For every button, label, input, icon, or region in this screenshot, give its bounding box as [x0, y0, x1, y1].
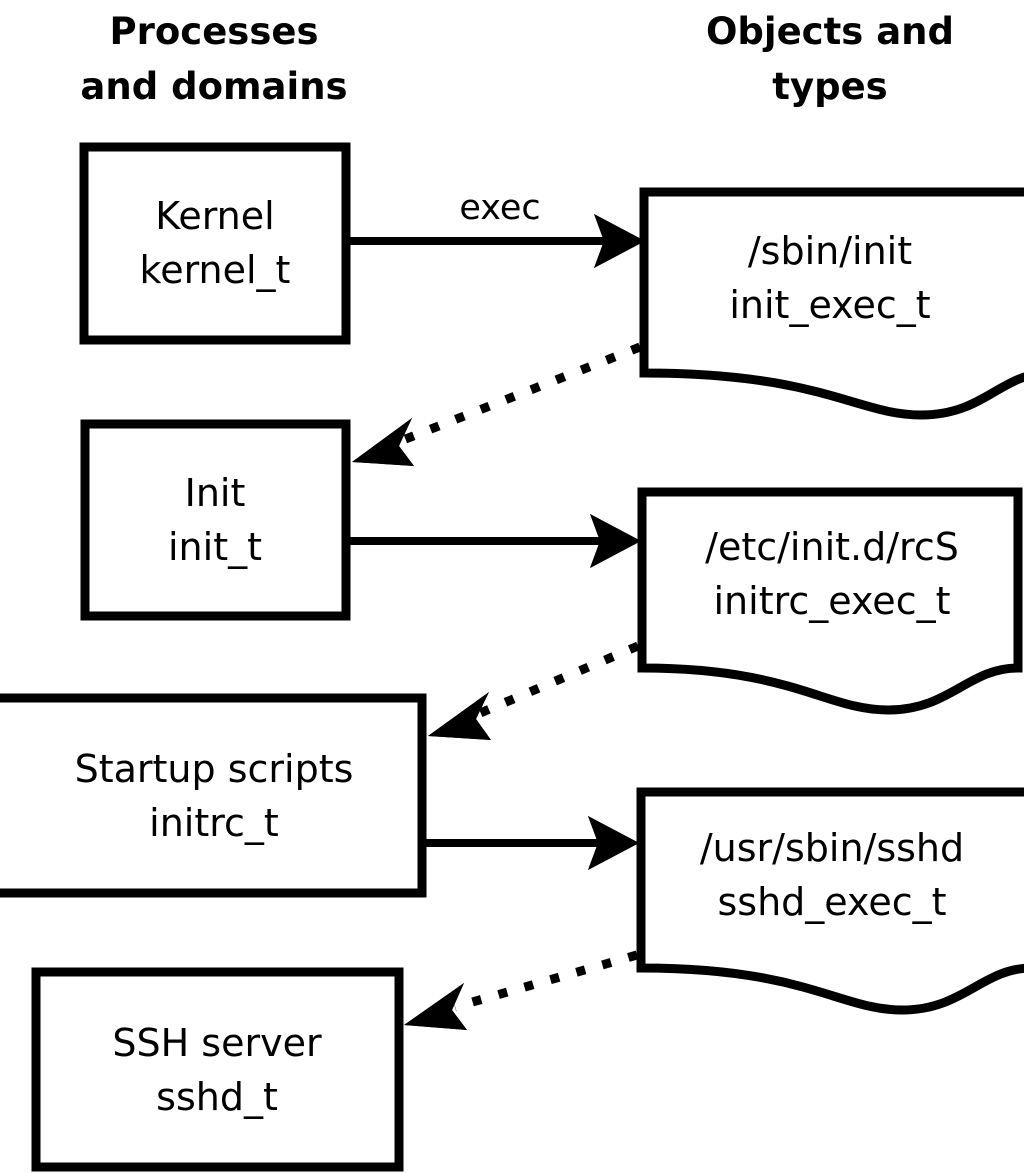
process-node-initrc-line1: Startup scripts: [75, 747, 354, 791]
process-node-sshd-line1: SSH server: [112, 1021, 322, 1065]
object-node-sshd-exec-document-shape[interactable]: [636, 787, 1024, 1015]
edge-sshd-exec-to-sshd-line: [453, 950, 639, 1012]
arrow-head-right: [594, 214, 645, 268]
object-node-initrc-exec-document-shape[interactable]: [637, 487, 1023, 715]
process-node-kernel-line1: Kernel: [155, 194, 274, 238]
arrow-head-left: [428, 692, 491, 740]
column-header-processes-line2: and domains: [80, 65, 347, 108]
process-node-init-line1: Init: [185, 471, 246, 515]
process-node-sshd-box[interactable]: [31, 967, 404, 1172]
column-header-processes-line1: Processes: [110, 10, 319, 53]
arrow-head-right: [588, 816, 639, 870]
object-node-initrc-exec-line2: initrc_exec_t: [714, 579, 951, 623]
process-node-init[interactable]: Init init_t: [80, 419, 351, 621]
object-node-initrc-exec[interactable]: /etc/init.d/rcS initrc_exec_t: [637, 487, 1023, 715]
arrow-head-left: [352, 418, 414, 466]
object-node-sshd-exec-line1: /usr/sbin/sshd: [700, 826, 964, 870]
object-node-init-exec-line1: /sbin/init: [748, 229, 912, 273]
process-node-kernel-box[interactable]: [79, 142, 351, 345]
object-node-init-exec-line2: init_exec_t: [729, 283, 930, 327]
edge-initrc-exec-to-initrc-line: [476, 641, 640, 719]
process-node-sshd-line2: sshd_t: [156, 1075, 278, 1119]
process-node-initrc-box[interactable]: [0, 693, 427, 898]
column-header-objects: Objects and types: [706, 10, 954, 108]
object-node-init-exec[interactable]: /sbin/init init_exec_t: [639, 187, 1024, 420]
column-header-objects-line1: Objects and: [706, 10, 954, 53]
object-node-init-exec-document-shape[interactable]: [639, 187, 1024, 420]
arrow-head-right: [590, 514, 641, 568]
process-node-initrc-line2: initrc_t: [149, 801, 279, 845]
column-header-objects-line2: types: [772, 65, 887, 108]
edge-init-exec-to-init-line: [396, 342, 642, 447]
object-node-sshd-exec[interactable]: /usr/sbin/sshd sshd_exec_t: [636, 787, 1024, 1015]
edge-label-exec: exec: [459, 188, 540, 228]
object-node-initrc-exec-line1: /etc/init.d/rcS: [705, 525, 959, 569]
process-node-init-box[interactable]: [80, 419, 351, 621]
column-header-processes: Processes and domains: [80, 10, 347, 108]
object-node-sshd-exec-line2: sshd_exec_t: [717, 880, 946, 924]
process-node-sshd[interactable]: SSH server sshd_t: [31, 967, 404, 1172]
process-node-init-line2: init_t: [168, 525, 262, 569]
process-node-kernel[interactable]: Kernel kernel_t: [79, 142, 351, 345]
process-node-initrc[interactable]: Startup scripts initrc_t: [0, 693, 427, 898]
process-node-kernel-line2: kernel_t: [140, 248, 291, 292]
arrow-head-left: [404, 983, 467, 1030]
